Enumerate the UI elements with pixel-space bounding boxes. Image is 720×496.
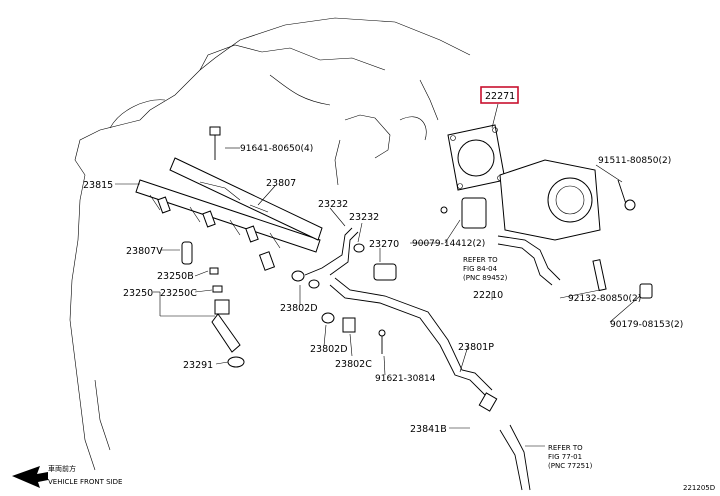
leader-lines bbox=[115, 103, 641, 447]
label-23802d-a[interactable]: 23802D bbox=[280, 303, 318, 314]
label-23807[interactable]: 23807 bbox=[266, 178, 296, 189]
o-rings[interactable] bbox=[209, 126, 397, 354]
svg-text:車両前方: 車両前方 bbox=[48, 464, 76, 473]
part-labels: 22271 91641-80650(4) 91511-80850(2) 2381… bbox=[83, 91, 683, 435]
engine-outline bbox=[69, 17, 471, 471]
label-91621-30814[interactable]: 91621-30814 bbox=[375, 374, 436, 384]
label-23802d-b[interactable]: 23802D bbox=[310, 344, 348, 355]
label-23801p[interactable]: 23801P bbox=[458, 342, 494, 353]
ref-note-fig-84-04: REFER TO FIG 84-04 (PNC 89452) bbox=[463, 256, 508, 282]
svg-text:FIG 77-01: FIG 77-01 bbox=[548, 453, 582, 461]
throttle-body-gasket[interactable] bbox=[447, 124, 506, 191]
label-23250b[interactable]: 23250B bbox=[157, 271, 194, 282]
label-22271[interactable]: 22271 bbox=[485, 91, 515, 102]
label-23802c[interactable]: 23802C bbox=[335, 359, 372, 370]
throttle-body-assembly[interactable] bbox=[440, 159, 653, 299]
svg-text:REFER TO: REFER TO bbox=[548, 444, 583, 452]
svg-text:(PNC 89452): (PNC 89452) bbox=[463, 274, 508, 282]
svg-text:(PNC 77251): (PNC 77251) bbox=[548, 462, 593, 470]
label-90179-08153[interactable]: 90179-08153(2) bbox=[610, 320, 683, 330]
label-23815[interactable]: 23815 bbox=[83, 180, 113, 191]
fuel-injector[interactable] bbox=[181, 241, 245, 368]
label-23232-a[interactable]: 23232 bbox=[318, 199, 348, 210]
highlight-box bbox=[480, 86, 519, 104]
label-23250c[interactable]: 23250C bbox=[160, 288, 197, 299]
svg-text:REFER TO: REFER TO bbox=[463, 256, 498, 264]
label-22210[interactable]: 22210 bbox=[473, 290, 503, 301]
label-23807v[interactable]: 23807V bbox=[126, 246, 163, 257]
label-90079-14412[interactable]: 90079-14412(2) bbox=[412, 239, 485, 249]
label-23270[interactable]: 23270 bbox=[369, 239, 399, 250]
label-23232-b[interactable]: 23232 bbox=[349, 212, 379, 223]
label-23250[interactable]: 23250 bbox=[123, 288, 153, 299]
ref-note-fig-77-01: REFER TO FIG 77-01 (PNC 77251) bbox=[548, 444, 593, 470]
label-23841b[interactable]: 23841B bbox=[410, 424, 447, 435]
label-23291[interactable]: 23291 bbox=[183, 360, 213, 371]
fuel-pipe[interactable] bbox=[304, 227, 531, 491]
svg-text:FIG 84-04: FIG 84-04 bbox=[463, 265, 498, 273]
diagram-id: 221205D bbox=[683, 484, 715, 492]
front-arrow-icon bbox=[12, 466, 48, 488]
label-91641-80650[interactable]: 91641-80650(4) bbox=[240, 144, 313, 154]
label-92132-80850[interactable]: 92132-80850(2) bbox=[568, 294, 641, 304]
vehicle-front-indicator: 車両前方 VEHICLE FRONT SIDE bbox=[12, 464, 122, 488]
label-91511-80850[interactable]: 91511-80850(2) bbox=[598, 156, 671, 166]
fuel-delivery-pipe[interactable] bbox=[135, 157, 323, 271]
svg-text:VEHICLE FRONT SIDE: VEHICLE FRONT SIDE bbox=[48, 478, 122, 486]
